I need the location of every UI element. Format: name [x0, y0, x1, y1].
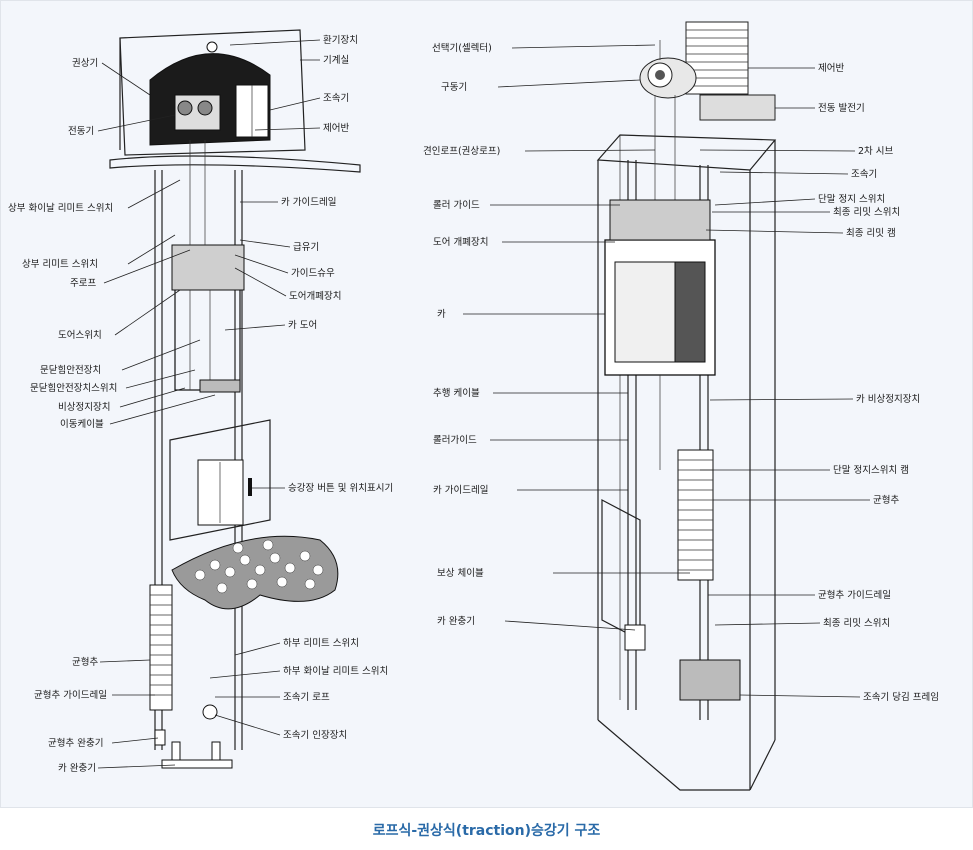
label-machine-room: 기계실: [323, 54, 349, 66]
label-traveling-cable-right: 추행 케이블: [433, 387, 480, 399]
label-counterweight-right: 균형추: [873, 495, 899, 506]
label-hall-button-indicator: 승강장 버튼 및 위치표시기: [288, 482, 393, 494]
label-compensation-cable: 보상 체이블: [437, 568, 484, 579]
elevator-diagram: 권상기 전동기 상부 화이날 리미트 스위치 상부 리미트 스위치 주로프 도어…: [8, 21, 939, 791]
label-cw-buffer: 균형추 완충기: [48, 738, 103, 749]
label-cw-guide-rail-right: 균형추 가이드레일: [818, 590, 891, 601]
right-figure-leader-lines: [463, 44, 870, 698]
label-governor-right: 조속기: [851, 169, 877, 180]
label-ventilator: 환기장치: [323, 34, 358, 46]
label-motor: 전동기: [68, 126, 94, 137]
figure-caption: 로프식-권상식(traction)승강기 구조: [372, 823, 601, 839]
left-figure-leader-lines-right: [209, 39, 321, 736]
label-upper-limit-switch: 상부 리미트 스위치: [22, 258, 98, 270]
label-terminal-stop-switch: 단말 정지 스위치: [818, 193, 885, 205]
label-car-door: 카 도어: [288, 320, 317, 331]
right-figure-labels: 선택기(셀렉터) 구동기 견인로프(권상로프) 롤러 가이드 도어 개폐장치 카…: [423, 43, 939, 703]
label-counterweight: 균형추: [72, 657, 98, 668]
label-final-limit-switch-lower: 최종 리밋 스위치: [823, 617, 890, 629]
label-door-switch: 도어스위치: [58, 329, 102, 341]
label-car: 카: [437, 309, 446, 320]
label-terminal-stop-cam: 단말 정지스위치 캠: [833, 464, 909, 476]
label-car-guide-rail: 카 가이드레일: [281, 197, 336, 208]
label-control-panel: 제어반: [323, 123, 349, 134]
left-elevator-illustration: [109, 29, 361, 769]
label-roller-guide-upper: 롤러 가이드: [433, 200, 480, 211]
label-upper-final-limit-switch: 상부 화이날 리미트 스위치: [8, 202, 113, 214]
label-roller-guide-lower: 롤러가이드: [433, 435, 477, 446]
left-figure-leader-lines-left: [97, 62, 216, 769]
label-governor-tension-frame: 조속기 당김 프레임: [863, 691, 939, 703]
label-car-buffer: 카 완충기: [58, 763, 96, 774]
label-selector: 선택기(셀렉터): [432, 43, 492, 54]
label-door-operator: 도어개폐장치: [289, 290, 341, 302]
label-traction-rope: 견인로프(권상로프): [423, 145, 500, 157]
label-governor-rope: 조속기 로프: [283, 692, 330, 703]
label-secondary-sheave: 2차 시브: [858, 145, 894, 157]
label-oiler: 급유기: [293, 242, 319, 253]
label-main-rope: 주로프: [70, 278, 96, 289]
label-final-limit-switch-upper: 최종 리밋 스위치: [833, 206, 900, 218]
label-car-buffer-right: 카 완충기: [437, 616, 475, 627]
label-car-guide-rail-right: 카 가이드레일: [433, 485, 488, 496]
label-governor: 조속기: [323, 93, 349, 104]
label-door-operator-right: 도어 개폐장치: [433, 236, 488, 248]
label-car-safety: 카 비상정지장치: [856, 393, 920, 405]
label-cw-guide-rail: 균형추 가이드레일: [34, 690, 107, 701]
left-figure-labels: 권상기 전동기 상부 화이날 리미트 스위치 상부 리미트 스위치 주로프 도어…: [8, 34, 393, 774]
label-guide-shoe: 가이드슈우: [291, 268, 335, 279]
right-elevator-illustration: [596, 21, 777, 791]
label-final-limit-cam: 최종 리밋 캠: [846, 227, 896, 239]
label-door-safety-switch: 문닫힘안전장치스위치: [30, 382, 117, 394]
label-hoist: 권상기: [72, 57, 98, 69]
label-motor-generator: 전동 발전기: [818, 103, 865, 114]
label-governor-tension: 조속기 인장장치: [283, 729, 347, 741]
label-door-safety: 문닫힘안전장치: [40, 364, 101, 376]
label-emergency-stop: 비상정지장치: [58, 401, 110, 413]
label-control-panel-right: 제어반: [818, 63, 844, 74]
label-lower-limit-switch: 하부 리미트 스위치: [283, 637, 359, 649]
label-traveling-cable: 이동케이블: [60, 419, 104, 430]
label-lower-final-limit-switch: 하부 화이날 리미트 스위치: [283, 665, 388, 677]
label-drive: 구동기: [441, 82, 467, 93]
